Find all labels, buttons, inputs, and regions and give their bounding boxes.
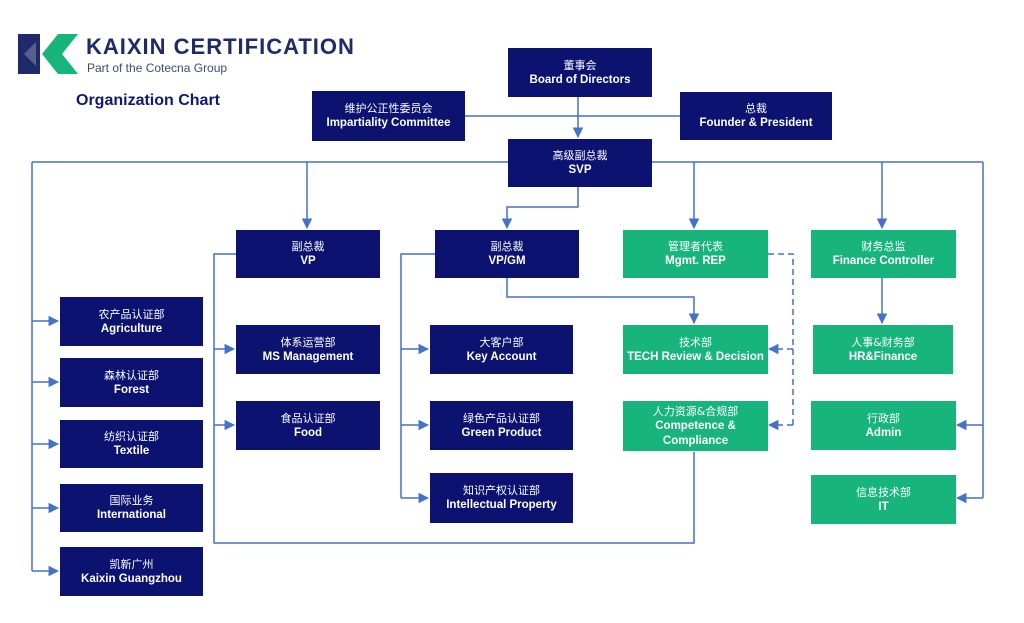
node-guangzhou-zh: 凯新广州 <box>109 557 154 571</box>
node-mgmt-rep-zh: 管理者代表 <box>668 240 723 253</box>
kaixin-logo-icon <box>18 34 78 74</box>
node-competence-zh: 人力资源&合规部 <box>652 404 739 418</box>
node-textile-en: Textile <box>113 445 150 457</box>
node-vpgm: 副总裁 VP/GM <box>435 230 579 278</box>
node-agriculture-zh: 农产品认证部 <box>98 307 165 321</box>
node-vpgm-zh: 副总裁 <box>490 240 524 253</box>
node-guangzhou-en: Kaixin Guangzhou <box>81 572 182 585</box>
line-svp-vpgm <box>501 187 579 230</box>
brand-name: KAIXIN CERTIFICATION <box>86 34 355 59</box>
node-food-en: Food <box>293 426 323 439</box>
line-vpgm-tech <box>506 278 700 325</box>
node-international: 国际业务 International <box>60 484 203 532</box>
node-finance-controller-zh: 财务总监 <box>861 240 906 253</box>
node-svp-en: SVP <box>568 164 592 176</box>
node-ms-management: 体系运营部 MS Management <box>236 325 380 374</box>
node-textile-zh: 纺织认证部 <box>104 430 159 443</box>
node-tech-en: TECH Review & Decision <box>627 350 764 363</box>
node-guangzhou: 凯新广州 Kaixin Guangzhou <box>60 547 203 596</box>
page-title: Organization Chart <box>76 92 221 109</box>
node-board-en: Board of Directors <box>529 73 631 86</box>
node-it-en: IT <box>878 500 889 513</box>
node-board-zh: 董事会 <box>563 58 597 72</box>
node-founder-en: Founder & President <box>699 117 813 129</box>
node-key-account-zh: 大客户部 <box>479 335 524 349</box>
node-svp: 高级副总裁 SVP <box>508 139 652 187</box>
node-ms-management-en: MS Management <box>262 350 354 363</box>
node-textile: 纺织认证部 Textile <box>60 420 203 468</box>
node-mgmt-rep-en: Mgmt. REP <box>665 255 726 267</box>
node-tech: 技术部 TECH Review & Decision <box>623 325 768 374</box>
node-mgmt-rep: 管理者代表 Mgmt. REP <box>623 230 768 278</box>
node-vp: 副总裁 VP <box>236 230 380 278</box>
node-forest: 森林认证部 Forest <box>60 358 203 407</box>
node-green-product-zh: 绿色产品认证部 <box>463 411 540 425</box>
node-admin: 行政部 Admin <box>811 401 956 450</box>
node-board: 董事会 Board of Directors <box>508 48 652 97</box>
node-admin-en: Admin <box>865 426 902 439</box>
node-competence: 人力资源&合规部 Competence & Compliance <box>623 401 768 451</box>
node-admin-zh: 行政部 <box>867 411 900 425</box>
node-hr-finance-zh: 人事&财务部 <box>851 335 915 349</box>
node-intellectual-property: 知识产权认证部 Intellectual Property <box>430 473 573 523</box>
node-key-account: 大客户部 Key Account <box>430 325 573 374</box>
node-it: 信息技术部 IT <box>811 475 956 524</box>
node-green-product: 绿色产品认证部 Green Product <box>430 401 573 450</box>
node-it-zh: 信息技术部 <box>856 485 911 499</box>
node-intellectual-property-zh: 知识产权认证部 <box>463 484 540 497</box>
node-impartiality-en: Impartiality Committee <box>326 117 451 129</box>
node-impartiality-zh: 维护公正性委员会 <box>344 102 433 115</box>
line-mgmt-dashed <box>768 253 794 425</box>
node-agriculture: 农产品认证部 Agriculture <box>60 297 203 346</box>
node-tech-zh: 技术部 <box>679 335 712 349</box>
node-vpgm-en: VP/GM <box>488 255 526 267</box>
node-intellectual-property-en: Intellectual Property <box>446 499 557 511</box>
node-international-zh: 国际业务 <box>109 494 154 507</box>
node-finance-controller-en: Finance Controller <box>832 255 935 267</box>
node-international-en: International <box>96 509 166 521</box>
node-svp-zh: 高级副总裁 <box>552 149 608 162</box>
node-agriculture-en: Agriculture <box>100 322 163 335</box>
node-founder: 总裁 Founder & President <box>680 92 832 140</box>
node-forest-en: Forest <box>113 383 150 396</box>
node-impartiality: 维护公正性委员会 Impartiality Committee <box>312 91 465 141</box>
node-food-zh: 食品认证部 <box>280 411 336 425</box>
node-green-product-en: Green Product <box>461 426 542 439</box>
node-key-account-en: Key Account <box>466 350 537 363</box>
node-vp-zh: 副总裁 <box>291 240 325 253</box>
node-finance-controller: 财务总监 Finance Controller <box>811 230 956 278</box>
node-hr-finance: 人事&财务部 HR&Finance <box>813 325 953 374</box>
line-vp-spine <box>213 253 695 544</box>
line-vpgm-spine <box>400 253 435 498</box>
node-food: 食品认证部 Food <box>236 401 380 450</box>
node-hr-finance-en: HR&Finance <box>848 350 918 363</box>
node-ms-management-zh: 体系运营部 <box>280 335 336 349</box>
node-founder-zh: 总裁 <box>745 102 767 115</box>
node-forest-zh: 森林认证部 <box>104 368 159 382</box>
node-vp-en: VP <box>300 255 316 267</box>
brand-tagline: Part of the Cotecna Group <box>87 61 228 75</box>
node-competence-en: Competence & Compliance <box>655 419 736 447</box>
